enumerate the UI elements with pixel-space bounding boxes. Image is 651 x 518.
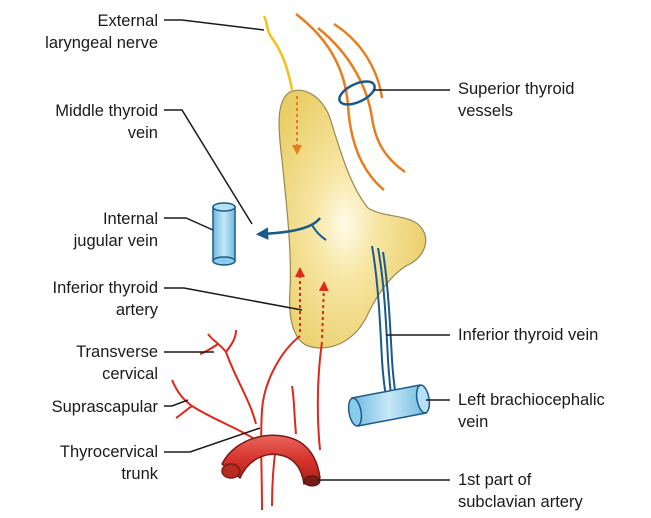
external-laryngeal-nerve <box>264 16 292 90</box>
left-brachiocephalic-vein <box>347 384 432 427</box>
middle-thyroid-vein-label: Middle thyroid vein <box>55 100 158 144</box>
external-laryngeal-nerve-label: External laryngeal nerve <box>45 10 158 54</box>
thyrocervical-trunk-label: Thyrocervical trunk <box>60 441 158 485</box>
subclavian-artery-label: 1st part of subclavian artery <box>458 469 583 513</box>
inferior-thyroid-artery-label: Inferior thyroid artery <box>53 277 158 321</box>
arterial-tree <box>172 330 322 510</box>
inferior-thyroid-vein-label: Inferior thyroid vein <box>458 324 598 346</box>
internal-jugular-vein <box>213 203 235 265</box>
subclavian-artery <box>222 435 320 486</box>
superior-vessels-ring <box>336 77 378 109</box>
left-brachiocephalic-vein-label: Left brachiocephalic vein <box>458 389 605 433</box>
transverse-cervical-label: Transverse cervical <box>76 341 158 385</box>
internal-jugular-vein-label: Internal jugular vein <box>74 208 158 252</box>
suprascapular-label: Suprascapular <box>52 396 158 418</box>
superior-thyroid-vessels-label: Superior thyroid vessels <box>458 78 574 122</box>
